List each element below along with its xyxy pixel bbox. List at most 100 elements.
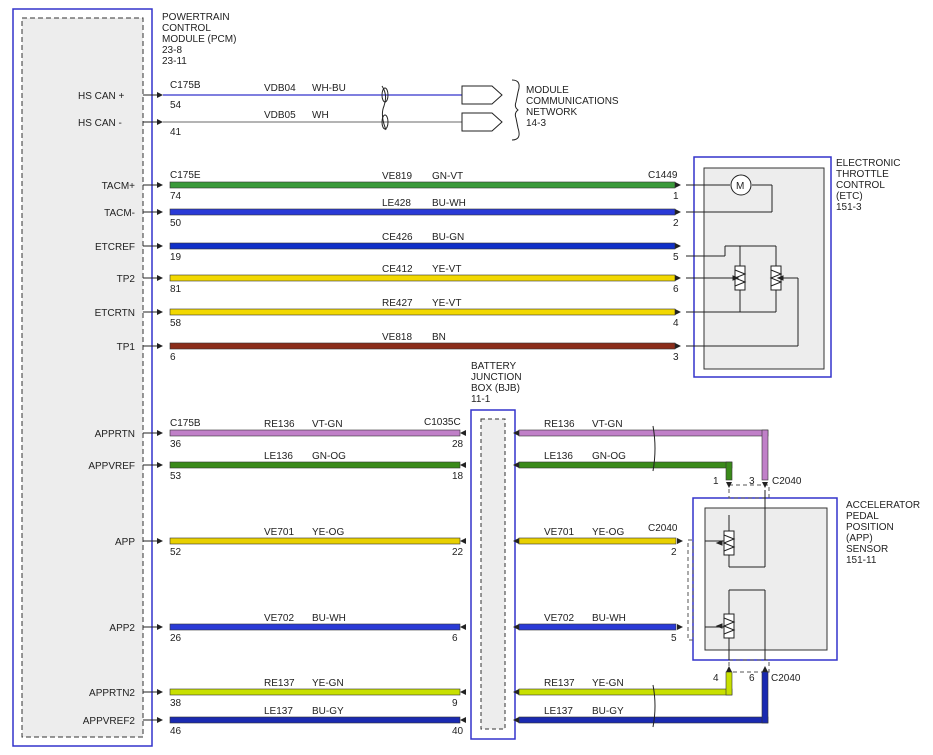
app-wire-drop xyxy=(761,429,769,481)
etc-label-line-3: (ETC) xyxy=(836,191,863,202)
can-network-connector-icon xyxy=(461,112,503,132)
app-wire-segment-1 xyxy=(169,688,461,696)
network-label-line-3: 14-3 xyxy=(526,118,546,129)
app-wire-segment-2 xyxy=(518,537,677,545)
app-color-label-2: YE-GN xyxy=(592,678,624,689)
app-bjb-arrow-in xyxy=(460,538,466,544)
pcm-label-line-3: 23-8 xyxy=(162,45,182,56)
etc-label-line-4: 151-3 xyxy=(836,202,862,213)
app-label-line-2: POSITION xyxy=(846,522,894,533)
app-connector-label-bottom: C2040 xyxy=(771,673,801,684)
etc-color-label: BU-GN xyxy=(432,232,464,243)
app-bjb-pin-number: 18 xyxy=(452,471,464,482)
app-signal-label: APP xyxy=(115,537,135,548)
etc-pin-arrow xyxy=(157,209,163,215)
can-circuit-label: VDB04 xyxy=(264,83,296,94)
etc-circuit-label: CE412 xyxy=(382,264,413,275)
etc-pin-number: 19 xyxy=(170,252,182,263)
app-label-line-1: PEDAL xyxy=(846,511,879,522)
etc-pin-arrow xyxy=(157,243,163,249)
app-connector-label: C175B xyxy=(170,418,201,429)
can-twisted-pair-icon xyxy=(381,85,387,131)
app-color-label: BU-WH xyxy=(312,613,346,624)
etc-internal-circuit xyxy=(686,184,799,347)
app-signal-label: APP2 xyxy=(109,623,135,634)
etc-wire-line xyxy=(169,274,676,282)
etc-end-pin-number: 6 xyxy=(673,284,679,295)
app-sensor-element-2-icon xyxy=(715,613,736,639)
app-label-line-0: ACCELERATOR xyxy=(846,500,920,511)
app-end-arrow xyxy=(677,624,683,630)
app-color-label-2: VT-GN xyxy=(592,419,623,430)
app-wire-segment-2 xyxy=(518,688,733,696)
bjb-label-line-2: BOX (BJB) xyxy=(471,383,520,394)
app-wire-segment-2 xyxy=(518,623,677,631)
app-end-pin-number: 6 xyxy=(749,673,755,684)
etc-signal-label: TACM+ xyxy=(102,181,136,192)
app-color-label: GN-OG xyxy=(312,451,346,462)
app-circuit-label-2: LE137 xyxy=(544,706,573,717)
etc-color-label: GN-VT xyxy=(432,171,463,182)
can-color-label: WH-BU xyxy=(312,83,346,94)
app-circuit-label-2: VE701 xyxy=(544,527,574,538)
app-color-label-2: GN-OG xyxy=(592,451,626,462)
app-wire-rise xyxy=(725,671,733,696)
pcm-label-line-1: CONTROL xyxy=(162,23,211,34)
app-connector-label-mid: C2040 xyxy=(648,523,678,534)
bjb-module-inner xyxy=(480,418,506,730)
etc-end-arrow xyxy=(675,309,681,315)
etc-signal-label: TP2 xyxy=(117,274,136,285)
etc-signal-label: TP1 xyxy=(117,342,136,353)
app-wire-segment-1 xyxy=(169,429,461,437)
app-pin-arrow xyxy=(157,717,163,723)
app-bjb-arrow-in xyxy=(460,462,466,468)
app-pin-arrow xyxy=(157,689,163,695)
app-wire-segment-2 xyxy=(518,429,769,437)
etc-motor-symbol: M xyxy=(736,181,744,192)
app-bjb-pin-number: 9 xyxy=(452,698,458,709)
app-connector-dashed-side xyxy=(687,539,694,641)
can-connector-label: C175B xyxy=(170,80,201,91)
app-connector-label-top: C2040 xyxy=(772,476,802,487)
etc-pin-number: 74 xyxy=(170,191,182,202)
app-twisted-pair-icon xyxy=(652,425,656,472)
can-twist-loop-icon xyxy=(381,114,389,130)
etc-label-line-0: ELECTRONIC xyxy=(836,158,900,169)
app-signal-label: APPRTN2 xyxy=(89,688,135,699)
app-color-label-2: YE-OG xyxy=(592,527,624,538)
app-end-pin-number: 2 xyxy=(671,547,677,558)
etc-potentiometer-2-icon xyxy=(769,265,784,291)
app-pin-arrow xyxy=(157,462,163,468)
app-wire-segment-2 xyxy=(518,461,733,469)
etc-pin-arrow xyxy=(157,343,163,349)
etc-label-line-2: CONTROL xyxy=(836,180,885,191)
app-circuit-label-2: VE702 xyxy=(544,613,574,624)
app-bjb-arrow-out xyxy=(513,717,519,723)
etc-end-pin-number: 2 xyxy=(673,218,679,229)
app-circuit-label: VE701 xyxy=(264,527,294,538)
etc-color-label: BU-WH xyxy=(432,198,466,209)
app-module-inner xyxy=(704,507,828,651)
app-bjb-arrow-in xyxy=(460,430,466,436)
app-wire-drop xyxy=(725,461,733,481)
app-color-label: BU-GY xyxy=(312,706,344,717)
app-end-pin-number: 3 xyxy=(749,476,755,487)
network-bracket xyxy=(511,79,520,141)
app-wire-segment-1 xyxy=(169,461,461,469)
app-pin-arrow xyxy=(157,430,163,436)
app-signal-label: APPVREF2 xyxy=(83,716,136,727)
etc-potentiometer-1-icon xyxy=(732,265,747,291)
pcm-module-box xyxy=(12,8,153,747)
etc-module-box xyxy=(693,156,832,378)
etc-wire-line xyxy=(169,242,676,250)
etc-pin-number: 81 xyxy=(170,284,182,295)
app-internal-circuit xyxy=(728,490,766,660)
app-pin-number: 36 xyxy=(170,439,182,450)
app-pin-arrow xyxy=(157,538,163,544)
app-circuit-label: LE136 xyxy=(264,451,293,462)
etc-end-pin-number: 4 xyxy=(673,318,679,329)
bjb-label-line-1: JUNCTION xyxy=(471,372,522,383)
etc-circuit-label: VE819 xyxy=(382,171,412,182)
bjb-module-box xyxy=(470,409,516,740)
app-bjb-arrow-in xyxy=(460,689,466,695)
